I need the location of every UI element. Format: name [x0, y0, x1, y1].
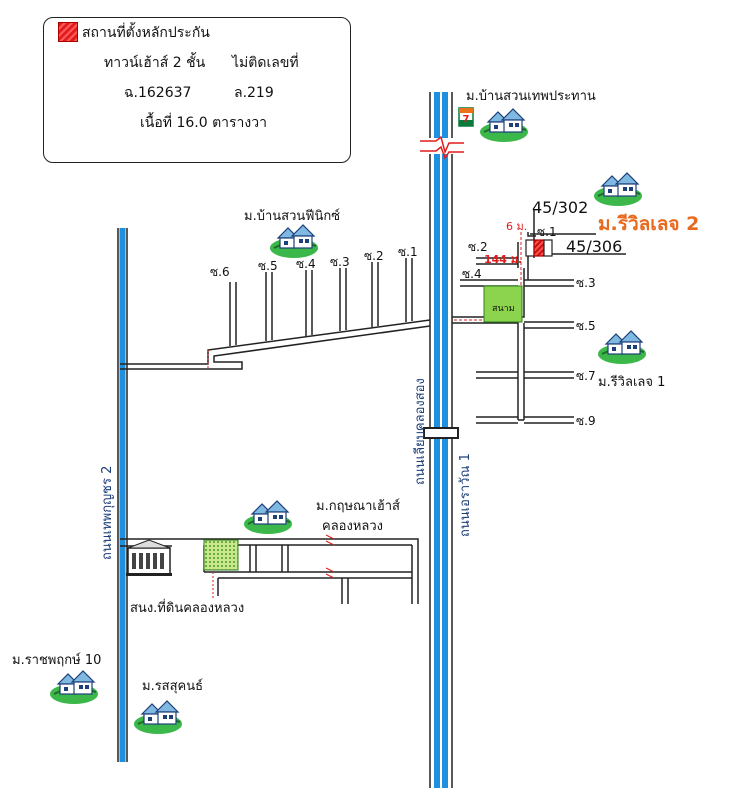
reville-2-label: ม.รีวิลเลจ 2 — [598, 213, 699, 235]
land-office-label: สนง.ที่ดินคลองหลวง — [130, 599, 244, 616]
soi-east-3-label: ซ.3 — [576, 276, 596, 290]
soi-east-1-label: ซ.1 — [537, 225, 557, 239]
village-house-icon — [593, 172, 643, 207]
townhouse-neighbor — [525, 239, 535, 257]
krissana-house-label: ม.กฤษณาเฮ้าส์ — [316, 498, 400, 514]
legend-land-no: ล.219 — [234, 85, 274, 101]
road-thep-kunchon-label: ถนนเทพกุญชร 2 — [100, 466, 115, 560]
village-house-icon — [269, 224, 319, 259]
ratchaphruek-label: ม.ราชพฤกษ์ 10 — [12, 652, 101, 668]
legend-title: สถานที่ตั้งหลักประกัน — [82, 25, 210, 41]
soi-west-6-label: ซ.6 — [210, 265, 230, 279]
canal-khlong-song — [420, 92, 464, 788]
svg-text:7: 7 — [463, 114, 470, 125]
distance-width-label: 6 ม. — [506, 220, 527, 233]
7-eleven-icon: 7 — [458, 107, 474, 127]
soi-east-7-label: ซ.7 — [576, 369, 596, 383]
collateral-swatch-icon — [58, 22, 78, 42]
soi-west-4-label: ซ.4 — [296, 257, 316, 271]
house-number-a: 45/302 — [532, 198, 588, 217]
legend-house-no: ไม่ติดเลขที่ — [232, 55, 299, 71]
village-house-icon — [479, 108, 529, 143]
legend-box — [43, 17, 351, 163]
townhouse-neighbor — [543, 239, 553, 257]
village-house-icon — [49, 670, 99, 705]
village-house-icon — [597, 330, 647, 365]
soi-west-3-label: ซ.3 — [330, 255, 350, 269]
reville-1-label: ม.รีวิลเลจ 1 — [598, 374, 665, 390]
field-label: สนาม — [492, 304, 515, 314]
soi-east-9-label: ซ.9 — [576, 414, 596, 428]
field-plot — [483, 285, 523, 323]
canal-west — [117, 228, 128, 762]
ban-suan-thep-prathan-label: ม.บ้านสวนเทพประทาน — [466, 89, 596, 104]
soi-west-1-label: ซ.1 — [398, 245, 418, 259]
reville-road-network — [452, 210, 626, 424]
road-erawan-label: ถนนเอราวัณ 1 — [458, 453, 473, 537]
soi-east-2-label: ซ.2 — [468, 240, 488, 254]
distance-length-label: 144 ม. — [484, 253, 522, 266]
legend-deed: ฉ.162637 — [124, 85, 192, 101]
ban-suan-phoenix-label: ม.บ้านสวนฟีนิกซ์ — [244, 208, 340, 224]
khlong-luang-label: คลองหลวง — [322, 519, 383, 534]
phoenix-road-network — [120, 258, 431, 370]
legend-area: เนื้อที่ 16.0 ตารางวา — [140, 115, 267, 131]
soi-east-5-label: ซ.5 — [576, 319, 596, 333]
house-number-b: 45/306 — [566, 237, 622, 256]
road-khlong-song-label: ถนนเลียบคลองสอง — [412, 378, 428, 485]
rot-sukhon-label: ม.รสสุคนธ์ — [142, 678, 203, 694]
collateral-marker-icon — [533, 239, 545, 257]
village-house-icon — [133, 700, 183, 735]
government-building-icon — [126, 539, 172, 576]
khlong-luang-green-plot — [203, 539, 239, 571]
soi-west-2-label: ซ.2 — [364, 249, 384, 263]
village-house-icon — [243, 500, 293, 535]
soi-east-4-label: ซ.4 — [462, 267, 482, 281]
legend-type: ทาวน์เฮ้าส์ 2 ชั้น — [104, 55, 206, 71]
soi-west-5-label: ซ.5 — [258, 259, 278, 273]
